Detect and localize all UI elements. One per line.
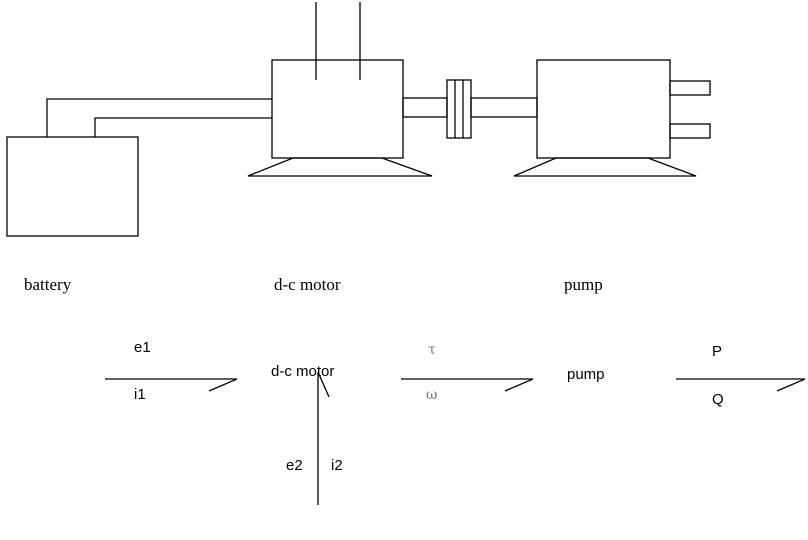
pump-box bbox=[536, 59, 671, 159]
effort-tau: τ bbox=[428, 342, 436, 358]
bond-pump-label: pump bbox=[567, 366, 605, 383]
bond-arrow-battery-motor bbox=[105, 378, 238, 392]
bond-motor-label: d-c motor bbox=[271, 363, 334, 380]
wire-inner bbox=[94, 117, 272, 137]
effort-e1: e1 bbox=[134, 339, 151, 356]
wire-outer bbox=[46, 98, 272, 137]
motor-base bbox=[247, 157, 433, 177]
pump-base bbox=[513, 157, 697, 177]
pump-label: pump bbox=[564, 275, 603, 294]
flow-omega: ω bbox=[426, 387, 437, 403]
motor-label: d-c motor bbox=[274, 275, 341, 294]
bond-arrow-pump-out bbox=[676, 378, 806, 392]
bond-arrow-motor-pump bbox=[401, 378, 534, 392]
bond-arrow-field-motor bbox=[317, 371, 330, 505]
shaft-motor-side bbox=[402, 97, 448, 118]
coupling bbox=[446, 79, 472, 139]
flow-i2: i2 bbox=[331, 457, 343, 474]
shaft-pump-side bbox=[470, 97, 538, 118]
effort-P: P bbox=[712, 343, 722, 360]
flow-i1: i1 bbox=[134, 386, 146, 403]
battery-box bbox=[6, 136, 139, 237]
motor-box bbox=[271, 59, 404, 159]
flow-Q: Q bbox=[712, 391, 724, 408]
effort-e2: e2 bbox=[286, 457, 303, 474]
battery-label: battery bbox=[24, 275, 72, 294]
pump-outlet-bottom bbox=[669, 123, 711, 139]
pump-outlet-top bbox=[669, 80, 711, 96]
